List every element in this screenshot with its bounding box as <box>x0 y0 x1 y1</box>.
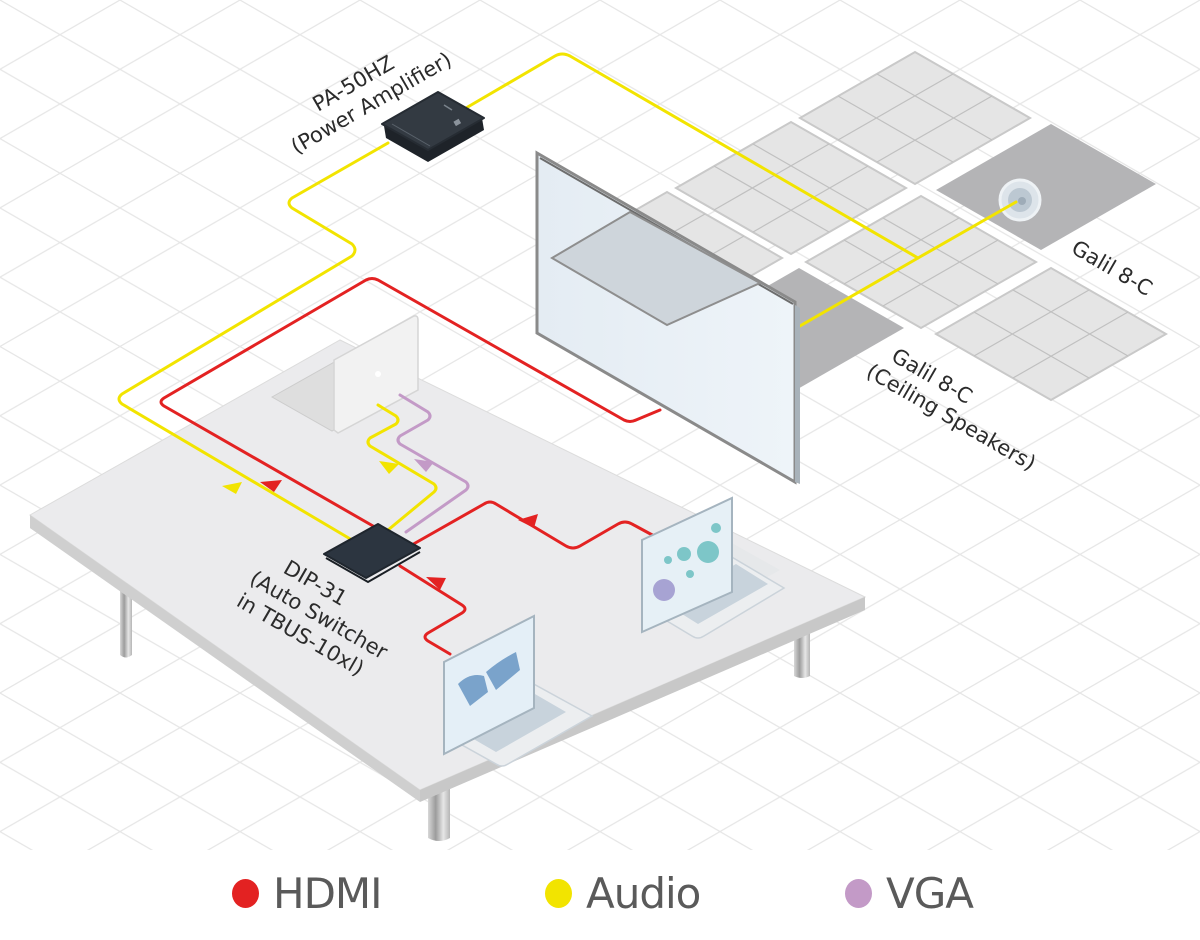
hdmi-color-dot <box>232 878 259 908</box>
hdmi-cable-switcher-to-screen <box>159 277 662 532</box>
speaker-tile-right <box>936 124 1156 250</box>
ceiling-tile <box>933 266 1169 402</box>
hdmi-cable-laptop-right-to-switcher <box>408 500 658 550</box>
laptop-front <box>443 614 594 767</box>
audio-cable-switcher-to-amp <box>117 141 390 542</box>
audio-arrow <box>222 482 242 494</box>
audio-arrow <box>379 461 399 474</box>
audio-color-dot <box>545 878 572 908</box>
legend-item-hdmi: HDMI <box>232 858 383 928</box>
hdmi-arrow <box>426 577 446 590</box>
laptop-right <box>641 496 786 639</box>
vga-arrow <box>414 459 434 472</box>
audio-cable-amp-to-speakers <box>464 52 1018 336</box>
hdmi-cable-laptop-front-to-switcher <box>398 564 467 656</box>
pa-50hz-amplifier <box>381 91 485 162</box>
ceiling-tile <box>673 120 909 256</box>
vga-cable-laptop-to-switcher <box>396 393 470 534</box>
legend-item-vga: VGA <box>845 858 974 928</box>
legend-label-vga: VGA <box>886 868 974 918</box>
laptop-back <box>270 315 419 434</box>
legend-label-audio: Audio <box>586 868 701 918</box>
ceiling-tile <box>803 194 1039 330</box>
legend: HDMI Audio VGA <box>0 858 1200 928</box>
legend-item-audio: Audio <box>545 858 701 928</box>
display-screen <box>535 150 800 485</box>
audio-cable-laptop-to-switcher <box>366 403 438 532</box>
dip-31-switcher <box>323 523 421 584</box>
legend-label-hdmi: HDMI <box>273 868 383 918</box>
hdmi-arrow <box>260 480 282 492</box>
vga-color-dot <box>845 878 872 908</box>
ceiling-tile <box>797 50 1033 186</box>
hdmi-arrow <box>518 514 538 528</box>
